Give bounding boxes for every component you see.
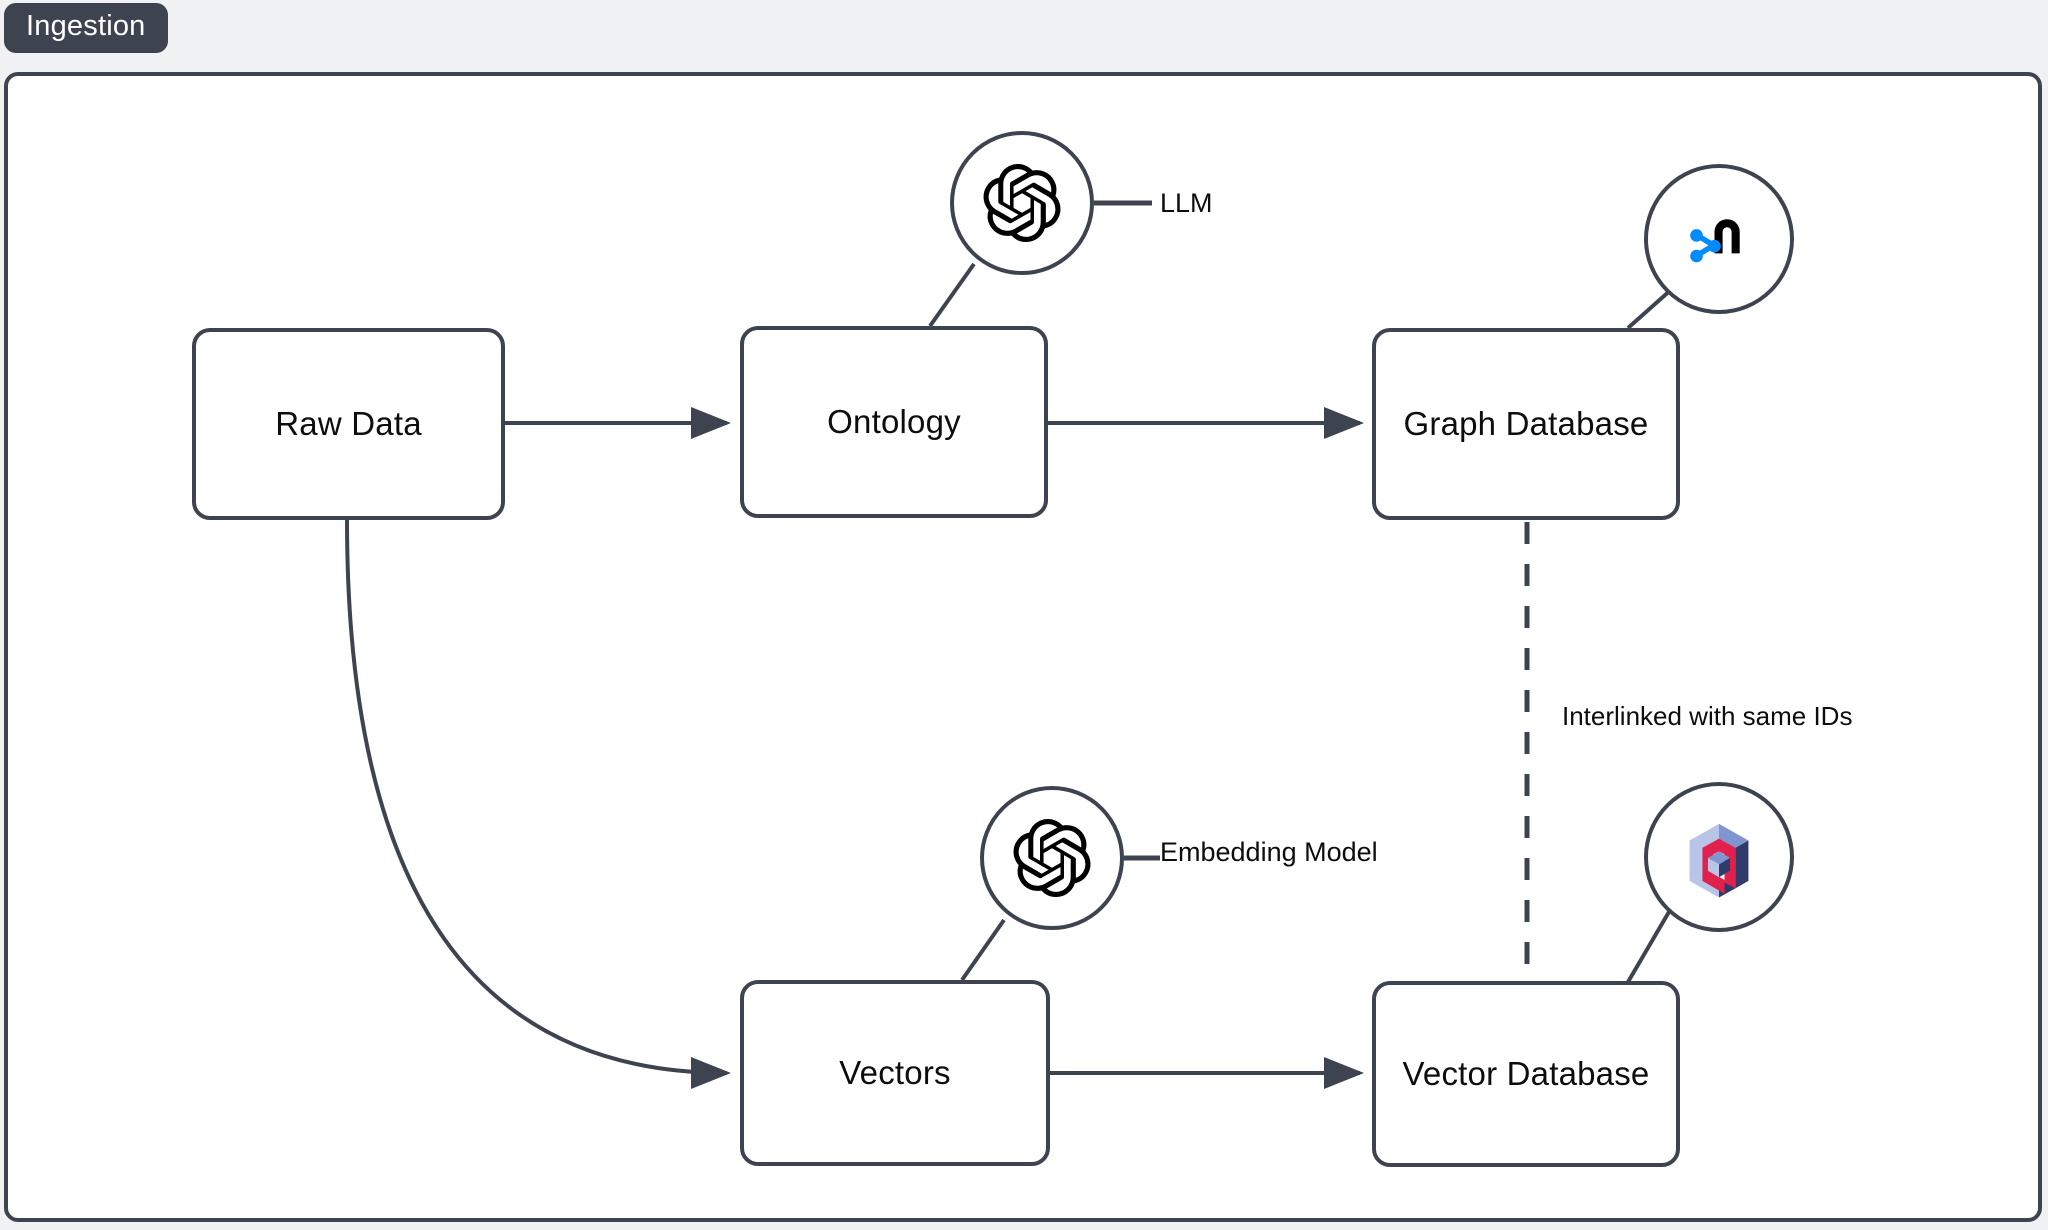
node-graph-database[interactable]: Graph Database [1372, 328, 1680, 520]
icon-circle-embedding-model[interactable] [980, 786, 1124, 930]
annotation-interlinked-with-same-ids: Interlinked with same IDs [1562, 701, 1853, 731]
icon-circle-llm[interactable] [950, 131, 1094, 275]
annotation-embedding-model: Embedding Model [1160, 837, 1378, 867]
group-badge-ingestion[interactable]: Ingestion [4, 3, 168, 53]
neo4j-logo-icon [1690, 219, 1740, 263]
annotation-llm: LLM [1160, 188, 1213, 218]
icon-circle-neo4j[interactable] [1644, 164, 1794, 314]
node-label-ontology: Ontology [827, 403, 961, 440]
node-label-graph-database: Graph Database [1403, 405, 1649, 442]
icon-circle-qdrant[interactable] [1644, 782, 1794, 932]
qdrant-logo-icon [1689, 823, 1749, 898]
node-raw-data[interactable]: Raw Data [192, 328, 505, 520]
node-vectors[interactable]: Vectors [740, 980, 1050, 1166]
openai-logo-icon [1013, 819, 1091, 897]
node-label-raw-data: Raw Data [275, 405, 422, 442]
node-vector-database[interactable]: Vector Database [1372, 981, 1680, 1167]
openai-logo-icon [983, 164, 1061, 242]
node-label-vector-database: Vector Database [1402, 1055, 1650, 1092]
node-ontology[interactable]: Ontology [740, 326, 1048, 518]
node-label-vectors: Vectors [839, 1054, 951, 1091]
